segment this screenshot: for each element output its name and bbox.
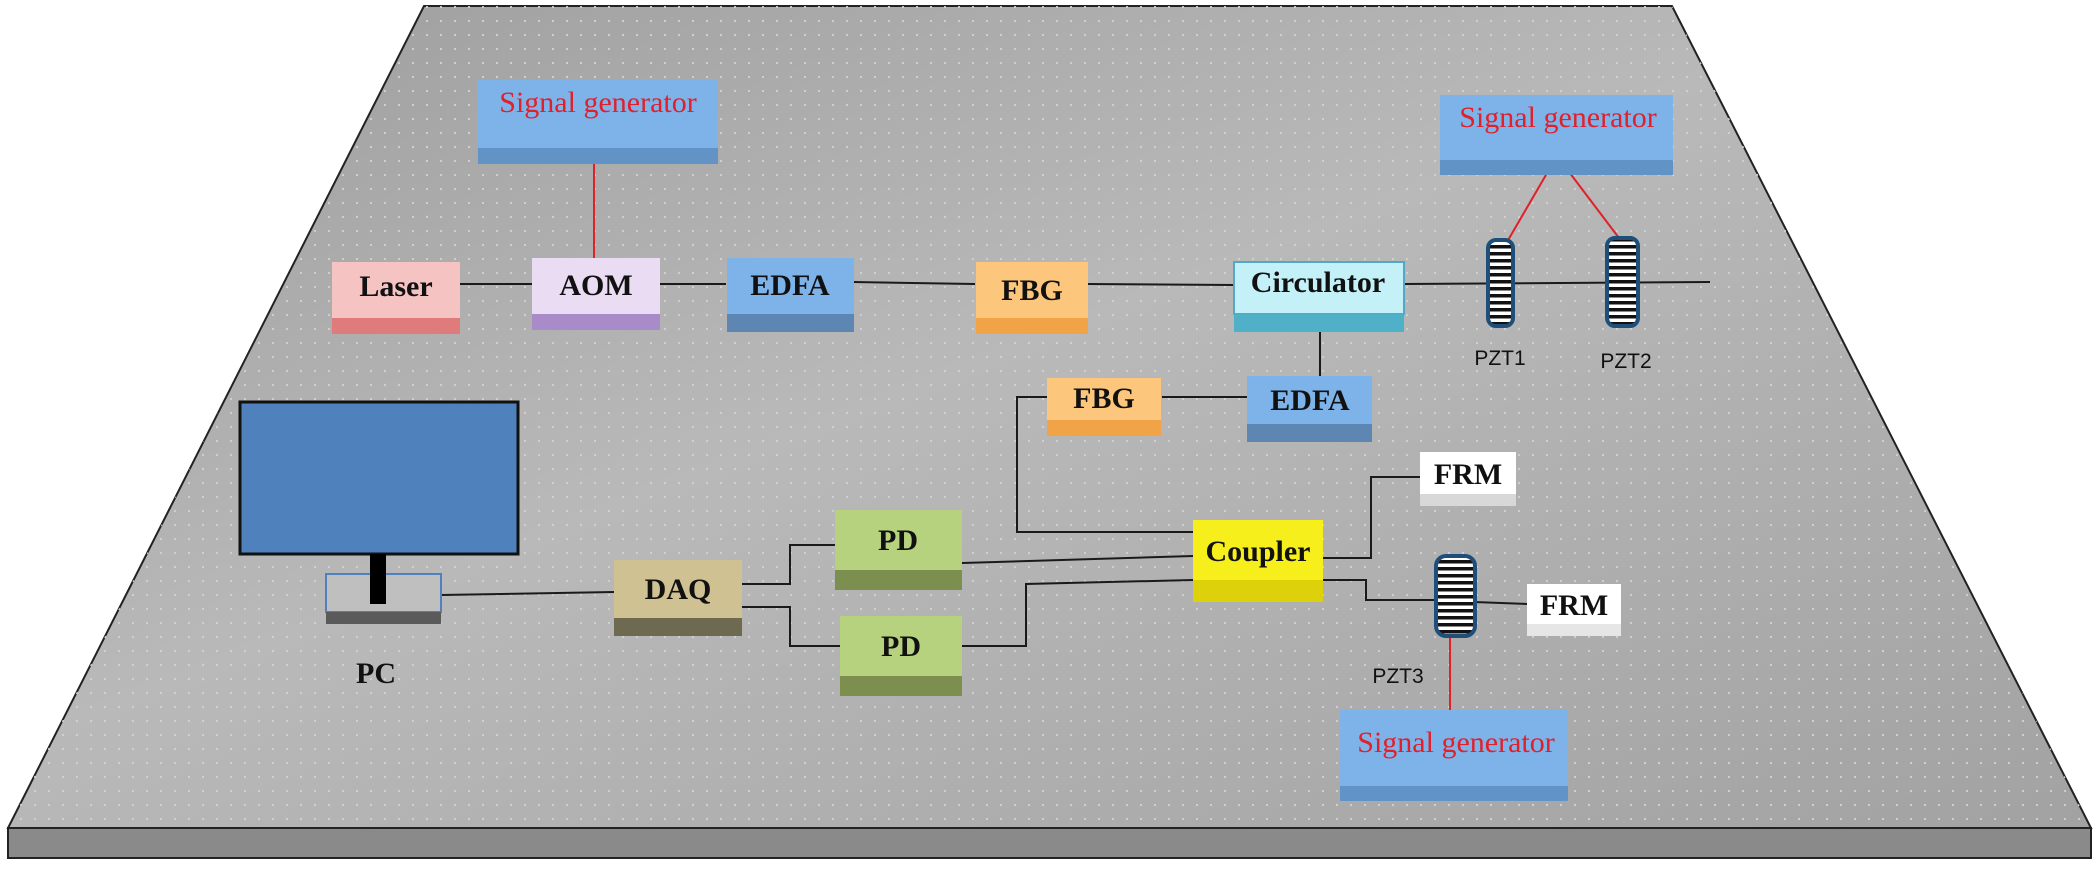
frm-1: FRM (1420, 452, 1516, 506)
cable-daq-pd2 (742, 606, 840, 647)
signal-generator-3-label: Signal generator (1357, 726, 1554, 759)
laser: Laser (332, 262, 460, 334)
fiber-edfa1-fbg1 (852, 281, 976, 285)
pd-2: PD (840, 616, 962, 696)
signal-generator-1-label: Signal generator (499, 86, 696, 119)
edfa-2: EDFA (1247, 376, 1372, 442)
fiber-circulator-pzt (1403, 281, 1711, 285)
pzt-coil-icon (1486, 238, 1515, 328)
signal-generator-1: Signal generator (478, 80, 718, 164)
edfa-2-label: EDFA (1270, 384, 1350, 417)
frm-1-label: FRM (1434, 458, 1502, 491)
pzt-coil-icon (1434, 554, 1477, 638)
aom: AOM (532, 258, 660, 330)
daq: DAQ (614, 560, 742, 636)
pzt-1: PZT1 (1474, 238, 1526, 370)
fiber-pd2-coupler (962, 579, 1194, 647)
coupler-label: Coupler (1206, 535, 1311, 568)
cable-daq-pd1 (742, 544, 835, 585)
daq-label: DAQ (645, 573, 712, 606)
pc: PC (238, 400, 520, 690)
fiber-fbg2-coupler (1016, 396, 1193, 533)
pzt-coil-icon (1605, 236, 1640, 328)
fbg-2-label: FBG (1073, 382, 1135, 415)
circulator-label: Circulator (1251, 266, 1385, 299)
fiber-pd1-coupler (961, 555, 1194, 564)
aom-label: AOM (559, 269, 632, 302)
signal-generator-2: Signal generator (1440, 95, 1673, 175)
pzt-1-label: PZT1 (1474, 347, 1525, 370)
fiber-connections (440, 281, 1711, 647)
signal-generator-3: Signal generator (1340, 710, 1568, 801)
signal-generator-2-label: Signal generator (1459, 101, 1656, 134)
fbg-2: FBG (1047, 378, 1161, 436)
fbg-1: FBG (976, 262, 1088, 334)
frm-2: FRM (1527, 584, 1621, 636)
coupler: Coupler (1193, 520, 1323, 602)
table-edge (7, 827, 2092, 859)
monitor-icon (238, 400, 520, 624)
pd-1-label: PD (878, 524, 918, 557)
fiber-fbg1-circulator (1086, 283, 1235, 286)
pd-2-label: PD (881, 630, 921, 663)
frm-2-label: FRM (1540, 589, 1608, 622)
pzt-2-label: PZT2 (1600, 350, 1651, 373)
pzt-3-label: PZT3 (1372, 665, 1423, 688)
pzt-2: PZT2 (1600, 236, 1652, 373)
fiber-coupler-frm1 (1322, 476, 1420, 559)
circulator: Circulator (1233, 261, 1405, 332)
pzt-3: PZT3 (1372, 554, 1477, 688)
pd-1: PD (835, 510, 962, 590)
fbg-1-label: FBG (1001, 274, 1063, 307)
edfa-1-label: EDFA (750, 269, 830, 302)
fiber-pzt3-frm2 (1473, 601, 1528, 605)
laser-label: Laser (359, 270, 432, 303)
fiber-coupler-pzt3 (1322, 579, 1437, 601)
edfa-1: EDFA (727, 258, 854, 332)
cable-pc-daq (440, 591, 615, 596)
pc-label: PC (356, 657, 396, 690)
